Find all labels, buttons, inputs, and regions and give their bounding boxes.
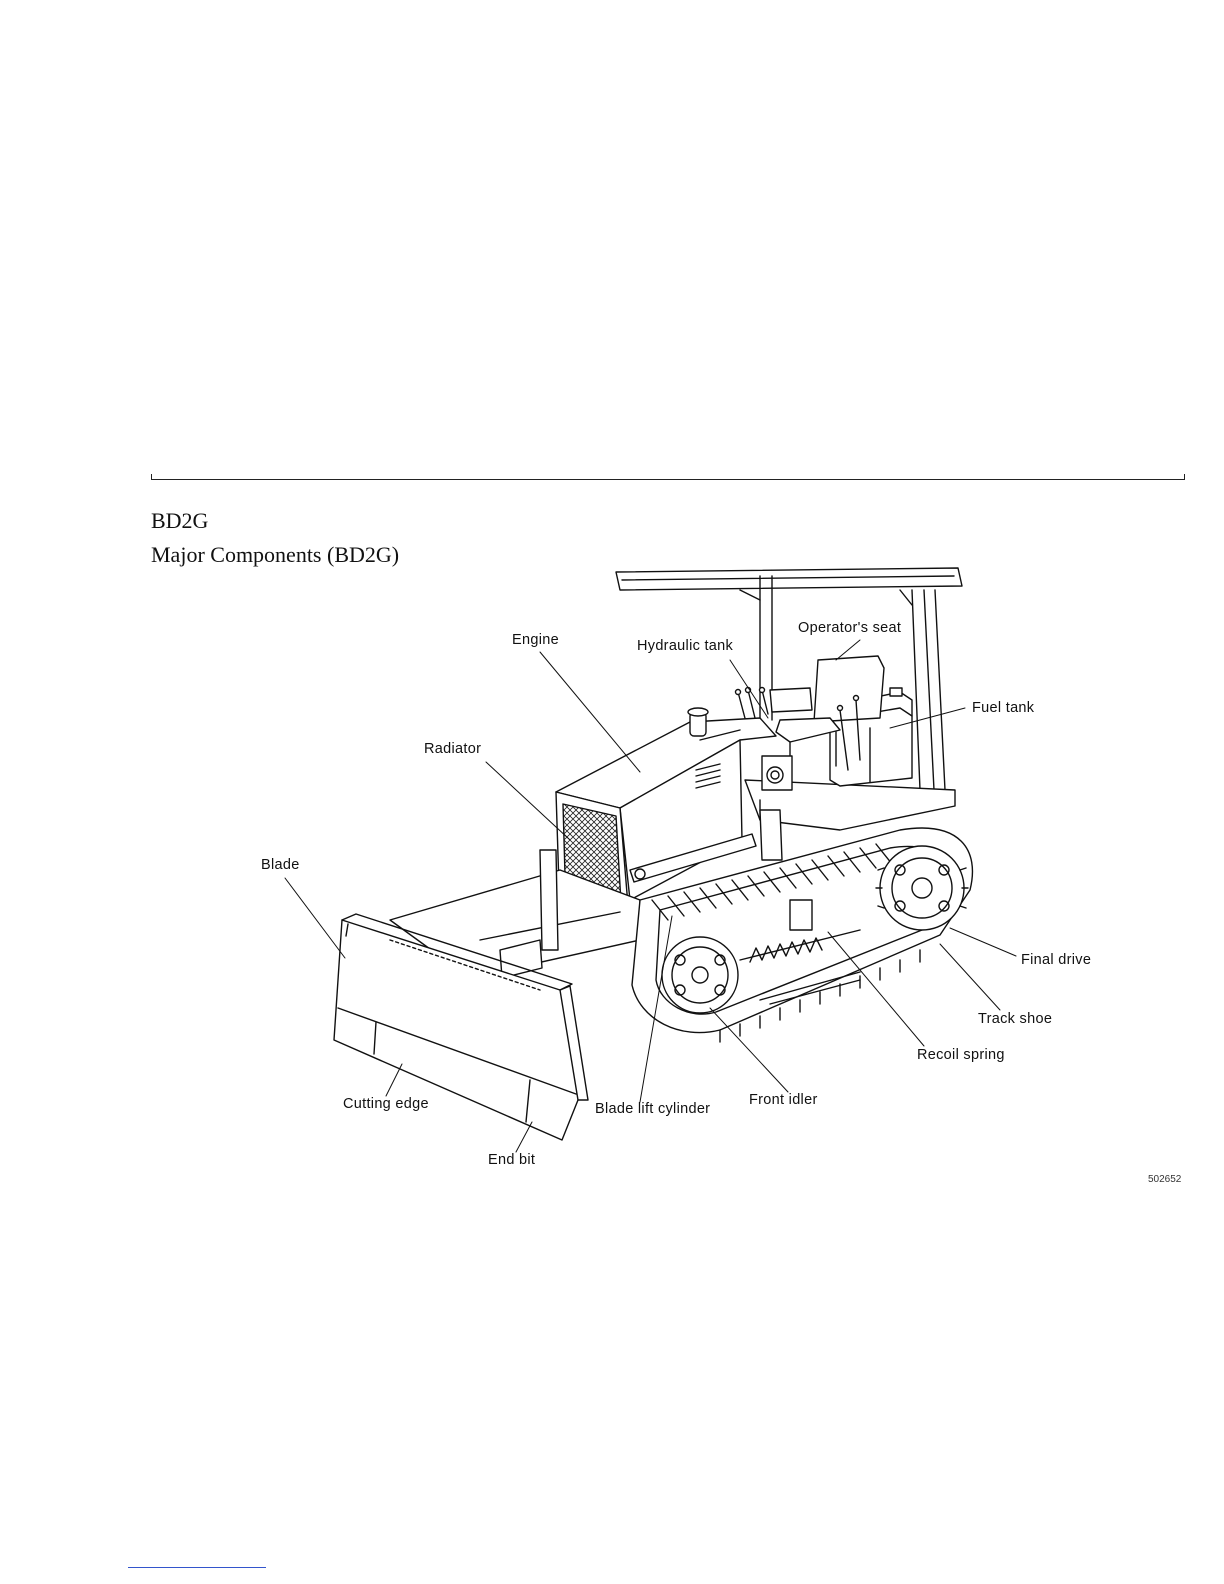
footer-line [128, 1567, 266, 1568]
figure-code: 502652 [1148, 1174, 1181, 1185]
label-blade: Blade [261, 857, 300, 873]
label-operators-seat: Operator's seat [798, 620, 901, 636]
label-front-idler: Front idler [749, 1092, 818, 1108]
label-radiator: Radiator [424, 741, 481, 757]
label-blade-lift-cylinder: Blade lift cylinder [595, 1101, 710, 1117]
label-track-shoe: Track shoe [978, 1011, 1052, 1027]
label-fuel-tank: Fuel tank [972, 700, 1034, 716]
label-end-bit: End bit [488, 1152, 535, 1168]
label-hydraulic-tank: Hydraulic tank [637, 638, 733, 654]
label-engine: Engine [512, 632, 559, 648]
work-light [762, 756, 792, 790]
label-recoil-spring: Recoil spring [917, 1047, 1005, 1063]
label-final-drive: Final drive [1021, 952, 1091, 968]
label-cutting-edge: Cutting edge [343, 1096, 429, 1112]
